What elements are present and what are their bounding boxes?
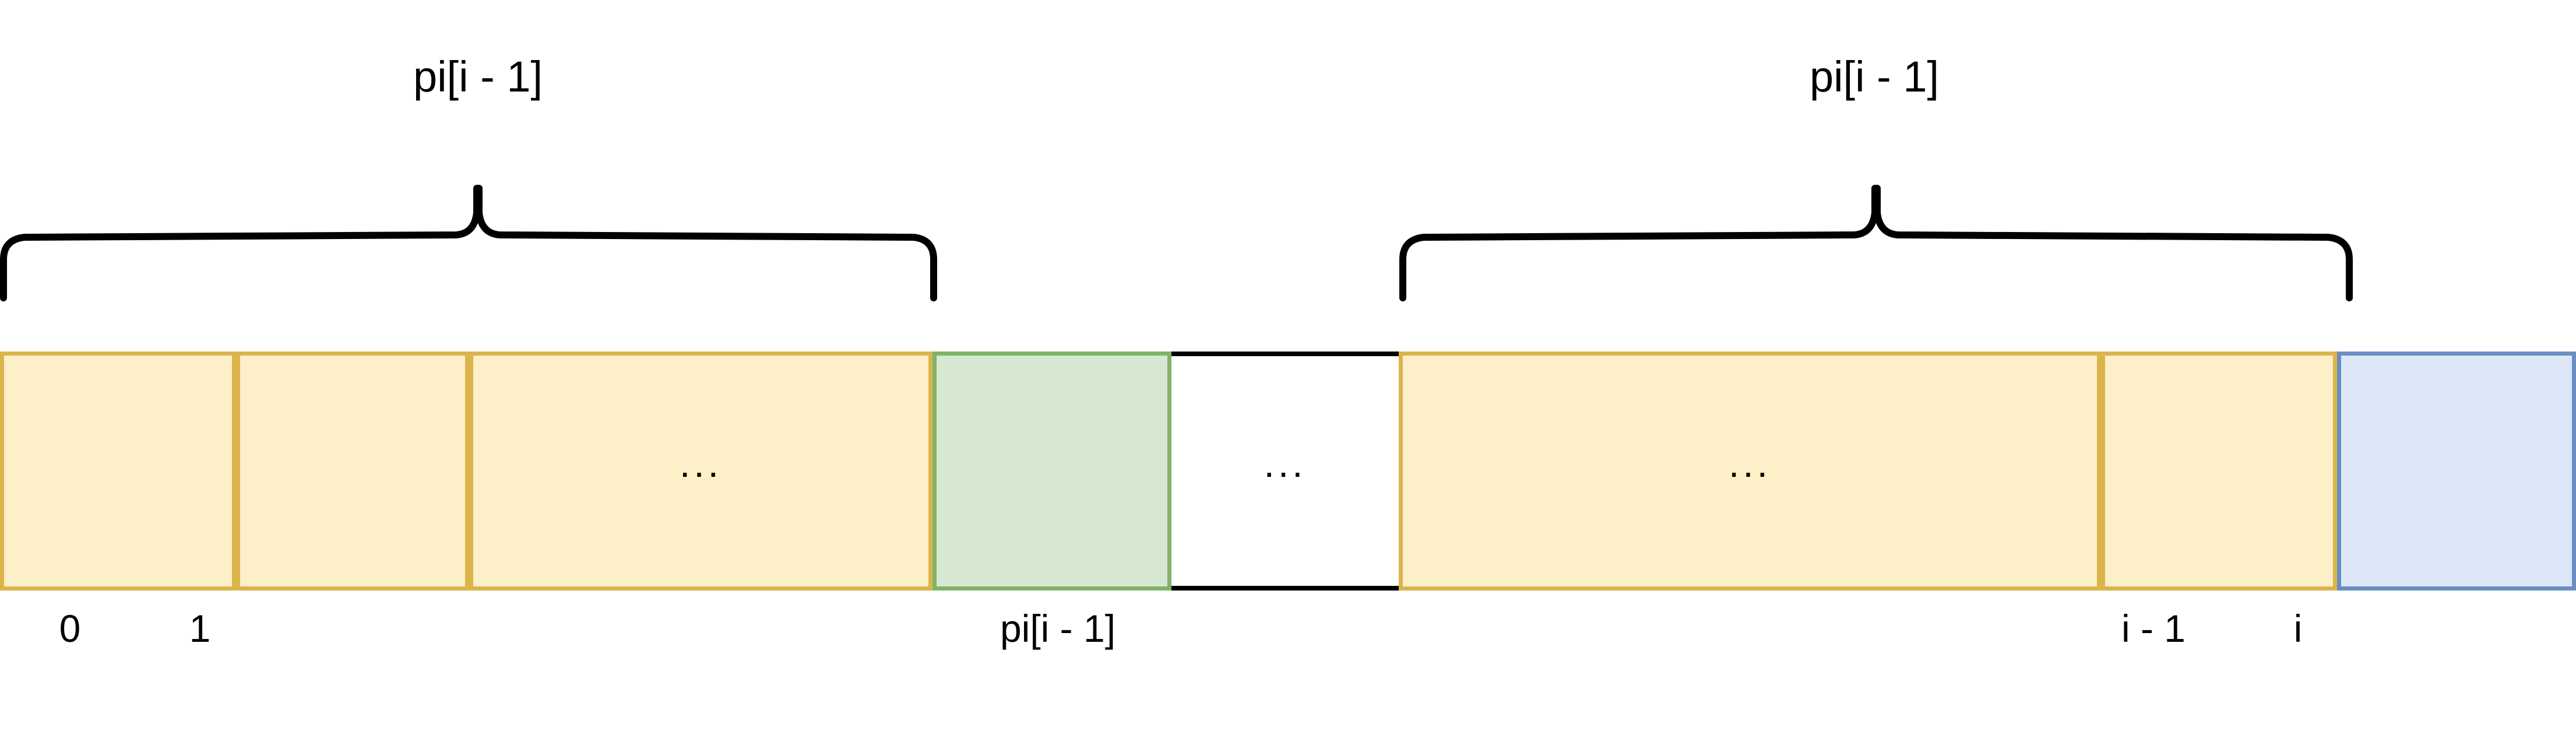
array-cell-left-gap[interactable]: ... (469, 352, 932, 591)
cell-left-gap-ellipsis: ... (679, 442, 722, 485)
array-cell-right-gap[interactable]: ... (1399, 352, 2101, 591)
index-label-0: 0 (59, 607, 81, 650)
left-brace-label: pi[i - 1] (413, 52, 543, 101)
array-cell-1[interactable] (236, 352, 469, 591)
cell-right-gap-ellipsis: ... (1728, 442, 1771, 485)
array-strip: ... ... ... (0, 352, 2576, 591)
index-label-i: i (2293, 607, 2303, 650)
array-cell-white-gap[interactable]: ... (1171, 352, 1399, 591)
left-brace-icon (0, 185, 937, 301)
index-label-pi: pi[i - 1] (1000, 607, 1116, 650)
cell-white-gap-ellipsis: ... (1264, 442, 1307, 485)
right-brace-icon (1399, 185, 2353, 301)
right-brace-label: pi[i - 1] (1809, 52, 1940, 101)
array-cell-green-match[interactable] (932, 352, 1171, 591)
array-cell-0[interactable] (0, 352, 236, 591)
array-cell-i[interactable] (2337, 352, 2576, 591)
index-label-1: 1 (189, 607, 211, 650)
array-cell-i-minus-1[interactable] (2101, 352, 2337, 591)
index-label-i-minus-1: i - 1 (2121, 607, 2186, 650)
